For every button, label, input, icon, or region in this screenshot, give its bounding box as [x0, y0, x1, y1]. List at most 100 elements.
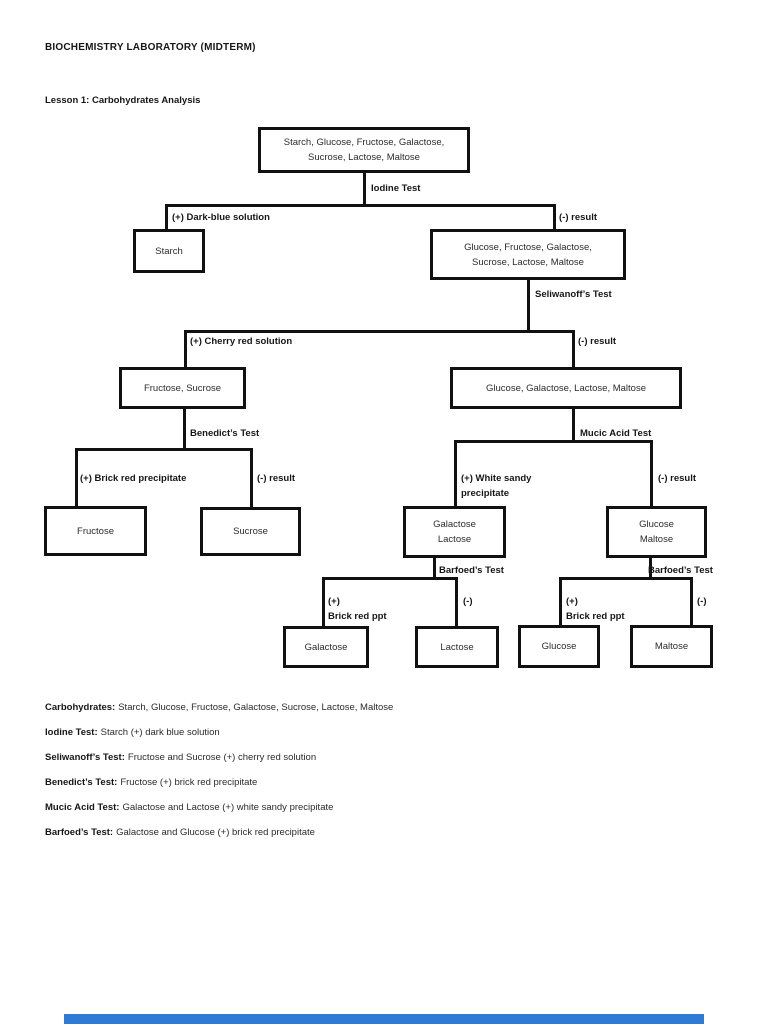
node-seliwanoff-positive: Fructose, Sucrose: [119, 367, 246, 409]
node-text: Glucose: [639, 519, 674, 530]
connector-line: [322, 577, 458, 580]
node-text: Glucose, Fructose, Galactose,: [464, 241, 592, 253]
connector-line: [322, 577, 325, 628]
node-starch: Starch: [133, 229, 205, 273]
node-text: Glucose, Galactose, Lactose, Maltose: [486, 382, 646, 394]
label-mucic-negative-result: (-) result: [658, 471, 696, 486]
node-fructose: Fructose: [44, 506, 147, 556]
connector-line: [433, 556, 436, 580]
connector-line: [559, 577, 693, 580]
node-iodine-negative: Glucose, Fructose, Galactose, Sucrose, L…: [430, 229, 626, 280]
summary-definition: Fructose (+) brick red precipitate: [120, 777, 258, 788]
node-sucrose: Sucrose: [200, 507, 301, 556]
node-text: Lactose: [437, 534, 472, 545]
label-mucic-acid-test: Mucic Acid Test: [580, 426, 651, 441]
label-text: (+) Dark-blue solution: [172, 212, 270, 223]
node-text: Glucose: [541, 641, 577, 652]
node-text: Sucrose, Lactose, Maltose: [308, 152, 420, 163]
node-glucose-maltose: Glucose Maltose: [606, 506, 707, 558]
label-mucic-positive-result: (+) White sandy precipitate: [461, 471, 531, 501]
connector-line: [572, 407, 575, 443]
label-text: Brick red ppt: [566, 611, 625, 622]
connector-line: [559, 577, 562, 627]
label-barfoed-right-negative-result: (-): [697, 594, 707, 609]
label-text: (-): [697, 596, 707, 607]
node-text: Lactose: [440, 641, 474, 653]
label-benedict-positive-result: (+) Brick red precipitate: [80, 471, 186, 486]
connector-line: [250, 448, 253, 509]
summary-line: Barfoed’s Test:Galactose and Glucose (+)…: [45, 827, 393, 838]
label-text: Barfoed’s Test: [439, 565, 504, 576]
label-barfoed-left-positive-result: (+) Brick red ppt: [328, 594, 387, 624]
label-text: (-) result: [578, 336, 616, 347]
node-text: Starch, Glucose, Fructose, Galactose,: [283, 137, 445, 148]
label-text: precipitate: [461, 488, 510, 499]
summary-term: Barfoed’s Test:: [45, 827, 114, 838]
label-iodine-positive-result: (+) Dark-blue solution: [172, 210, 270, 225]
summary-line: Iodine Test:Starch (+) dark blue solutio…: [45, 727, 393, 738]
node-all-carbohydrates: Starch, Glucose, Fructose, Galactose, Su…: [258, 127, 470, 173]
lesson-heading: Lesson 1: Carbohydrates Analysis: [45, 95, 201, 106]
label-benedict-test: Benedict’s Test: [190, 426, 259, 441]
node-lactose: Lactose: [415, 626, 499, 668]
summary-definition: Starch, Glucose, Fructose, Galactose, Su…: [118, 702, 394, 713]
connector-line: [650, 440, 653, 508]
node-galactose: Galactose: [283, 626, 369, 668]
label-text: Barfoed’s Test: [648, 565, 713, 576]
node-text: Maltose: [654, 641, 689, 652]
connector-line: [75, 448, 253, 451]
label-text: Seliwanoff’s Test: [535, 289, 612, 300]
label-barfoed-test-left: Barfoed’s Test: [439, 563, 504, 578]
label-text: Benedict’s Test: [190, 428, 260, 439]
summary-definition: Galactose and Lactose (+) white sandy pr…: [122, 802, 334, 813]
summary-definition: Starch (+) dark blue solution: [100, 727, 220, 738]
connector-line: [184, 330, 187, 370]
connector-line: [363, 172, 366, 207]
connector-line: [553, 204, 556, 232]
label-barfoed-test-right: Barfoed’s Test: [648, 563, 713, 578]
connector-line: [649, 556, 652, 580]
document-title: BIOCHEMISTRY LABORATORY (MIDTERM): [45, 42, 256, 53]
connector-line: [75, 448, 78, 508]
label-text: (+) Cherry red solution: [190, 336, 293, 347]
node-maltose: Maltose: [630, 625, 713, 668]
connector-line: [184, 330, 575, 333]
page-footer-bar: [64, 1014, 704, 1024]
label-seliwanoff-test: Seliwanoff’s Test: [535, 287, 612, 302]
summary-definition: Galactose and Glucose (+) brick red prec…: [116, 827, 315, 838]
label-text: Brick red ppt: [328, 611, 387, 622]
connector-line: [527, 278, 530, 333]
connector-line: [454, 440, 457, 508]
node-text: Sucrose, Lactose, Maltose: [472, 256, 584, 268]
node-text: Fructose, Sucrose: [143, 382, 222, 394]
connector-line: [165, 204, 556, 207]
label-text: (+): [328, 596, 340, 607]
summary-term: Benedict’s Test:: [45, 777, 118, 788]
label-benedict-negative-result: (-) result: [257, 471, 295, 486]
label-text: (-): [463, 596, 473, 607]
node-glucose: Glucose: [518, 625, 600, 668]
label-barfoed-right-positive-result: (+) Brick red ppt: [566, 594, 625, 624]
summary-line: Seliwanoff’s Test:Fructose and Sucrose (…: [45, 752, 393, 763]
summary-section: Carbohydrates:Starch, Glucose, Fructose,…: [45, 702, 393, 852]
label-text: (-) result: [658, 473, 696, 484]
summary-line: Mucic Acid Test:Galactose and Lactose (+…: [45, 802, 393, 813]
label-text: (-) result: [559, 212, 597, 223]
label-text: Iodine Test: [371, 183, 421, 194]
label-text: (+): [566, 596, 578, 607]
label-barfoed-left-negative-result: (-): [463, 594, 473, 609]
node-galactose-lactose: Galactose Lactose: [403, 506, 506, 558]
node-text: Galactose: [433, 519, 476, 530]
node-text: Starch: [155, 245, 183, 257]
node-seliwanoff-negative: Glucose, Galactose, Lactose, Maltose: [450, 367, 682, 409]
label-iodine-negative-result: (-) result: [559, 210, 597, 225]
summary-term: Seliwanoff’s Test:: [45, 752, 125, 763]
connector-line: [454, 440, 653, 443]
label-seliwanoff-negative-result: (-) result: [578, 334, 616, 349]
summary-term: Mucic Acid Test:: [45, 802, 120, 813]
node-text: Sucrose: [233, 526, 268, 537]
label-text: Mucic Acid Test: [580, 428, 652, 439]
summary-line: Benedict’s Test:Fructose (+) brick red p…: [45, 777, 393, 788]
label-iodine-test: Iodine Test: [371, 181, 420, 196]
